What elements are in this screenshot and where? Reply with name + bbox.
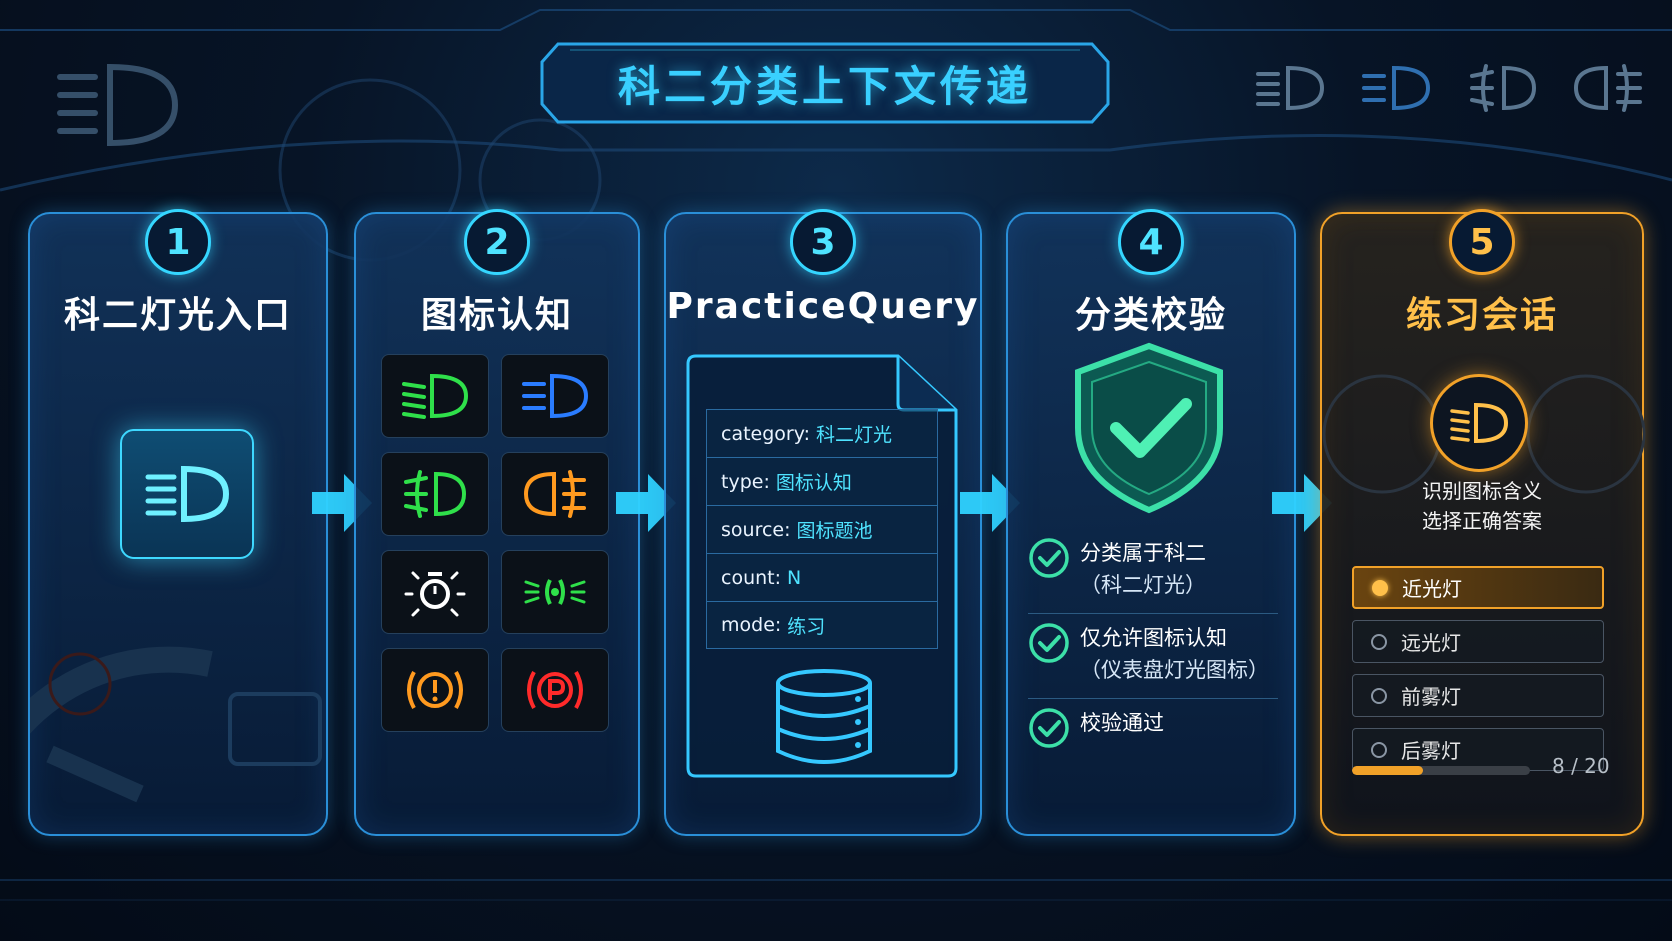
low-beam-icon <box>1256 65 1325 111</box>
check-circle-icon <box>1029 623 1069 663</box>
radio-icon <box>1371 633 1387 650</box>
answer-option[interactable]: 后雾灯 <box>1352 728 1604 771</box>
progress-fill <box>1352 766 1424 775</box>
rear-fog-icon <box>523 470 586 518</box>
query-field-row: mode:练习 <box>706 601 938 649</box>
step-panel-2: 2 图标认知 <box>354 209 640 836</box>
side-light-icon <box>524 579 586 605</box>
step-panel-5: 5 练习会话 识别图标含义 选择正确答案 近光灯 远光灯 前雾灯 后雾灯 8 /… <box>1320 209 1646 836</box>
flow-arrow-2 <box>616 474 676 532</box>
flow-arrow-4 <box>1272 474 1332 532</box>
parking-brake-icon <box>527 671 583 709</box>
step-number-badge: 4 <box>1118 209 1184 275</box>
rear-fog-icon <box>1573 64 1642 112</box>
query-field-row: source:图标题池 <box>706 505 938 553</box>
progress-bar <box>1352 766 1530 775</box>
step-number-badge: 2 <box>464 209 530 275</box>
answer-option[interactable]: 近光灯 <box>1352 566 1604 609</box>
quiz-headlight-icon <box>1430 374 1528 472</box>
step-title: 练习会话 <box>1405 295 1558 336</box>
query-fields: category:科二灯光 type:图标认知 source:图标题池 coun… <box>706 409 938 649</box>
check-item: 分类属于科二（科二灯光） <box>1028 529 1278 614</box>
radio-icon <box>1371 741 1387 758</box>
check-circle-icon <box>1029 708 1069 748</box>
headlight-icon <box>57 63 179 147</box>
step-panel-1: 1 科二灯光入口 <box>28 209 328 836</box>
validation-checklist: 分类属于科二（科二灯光） 仅允许图标认知（仪表盘灯光图标） 校验通过 <box>1028 529 1278 761</box>
front-fog-icon <box>404 470 467 518</box>
step-title: 图标认知 <box>420 295 573 336</box>
icon-cell[interactable] <box>501 354 609 438</box>
step-title: 分类校验 <box>1074 295 1227 336</box>
icon-cell[interactable] <box>381 452 489 536</box>
steering-wheel-illustration <box>30 646 322 803</box>
step-number-badge: 3 <box>790 209 856 275</box>
icon-cell[interactable] <box>381 550 489 634</box>
front-fog-icon <box>1470 64 1537 112</box>
flow-arrow-3 <box>960 474 1020 532</box>
database-icon <box>776 669 872 764</box>
step-title: 科二灯光入口 <box>63 295 292 336</box>
engine-light-icon <box>404 571 466 617</box>
step-number-badge: 5 <box>1449 209 1515 275</box>
brake-warning-icon <box>407 671 463 709</box>
low-beam-icon <box>145 465 230 523</box>
step-number-badge: 1 <box>145 209 211 275</box>
answer-option[interactable]: 前雾灯 <box>1352 674 1604 717</box>
progress-label: 8 / 20 <box>1552 754 1610 778</box>
radio-icon <box>1371 687 1387 704</box>
high-beam-icon <box>522 373 589 419</box>
icon-cell[interactable] <box>381 354 489 438</box>
quiz-instruction: 识别图标含义 选择正确答案 <box>1422 479 1542 533</box>
radio-selected-icon <box>1372 579 1388 596</box>
icon-cell[interactable] <box>501 648 609 732</box>
icon-grid <box>381 354 609 732</box>
icon-cell[interactable] <box>501 550 609 634</box>
step-panel-4: 4 分类校验 分类属于科二（科二灯光） 仅允许图标认知（仪表盘灯光图标） 校验通… <box>1006 209 1296 836</box>
step-title: PracticeQuery <box>666 286 980 327</box>
main-title: 科二分类上下文传递 <box>540 42 1110 124</box>
icon-cell[interactable] <box>501 452 609 536</box>
query-field-row: category:科二灯光 <box>706 409 938 457</box>
check-circle-icon <box>1029 538 1069 578</box>
query-document: category:科二灯光 type:图标认知 source:图标题池 coun… <box>686 354 958 778</box>
check-item: 仅允许图标认知（仪表盘灯光图标） <box>1028 614 1278 699</box>
shield-check-icon <box>1075 342 1223 514</box>
page-title: 科二分类上下文传递 <box>617 61 1032 111</box>
high-beam-icon <box>1362 65 1431 111</box>
icon-cell[interactable] <box>381 648 489 732</box>
query-field-row: type:图标认知 <box>706 457 938 505</box>
low-beam-icon <box>402 373 469 419</box>
answer-option[interactable]: 远光灯 <box>1352 620 1604 663</box>
low-beam-icon <box>1450 402 1509 444</box>
query-field-row: count:N <box>706 553 938 601</box>
step-panel-3: 3 PracticeQuery category:科二灯光 type:图标认知 … <box>664 209 982 836</box>
headlight-entry-button[interactable] <box>120 429 254 559</box>
check-item: 校验通过 <box>1028 699 1278 761</box>
top-right-icons <box>1250 58 1648 118</box>
